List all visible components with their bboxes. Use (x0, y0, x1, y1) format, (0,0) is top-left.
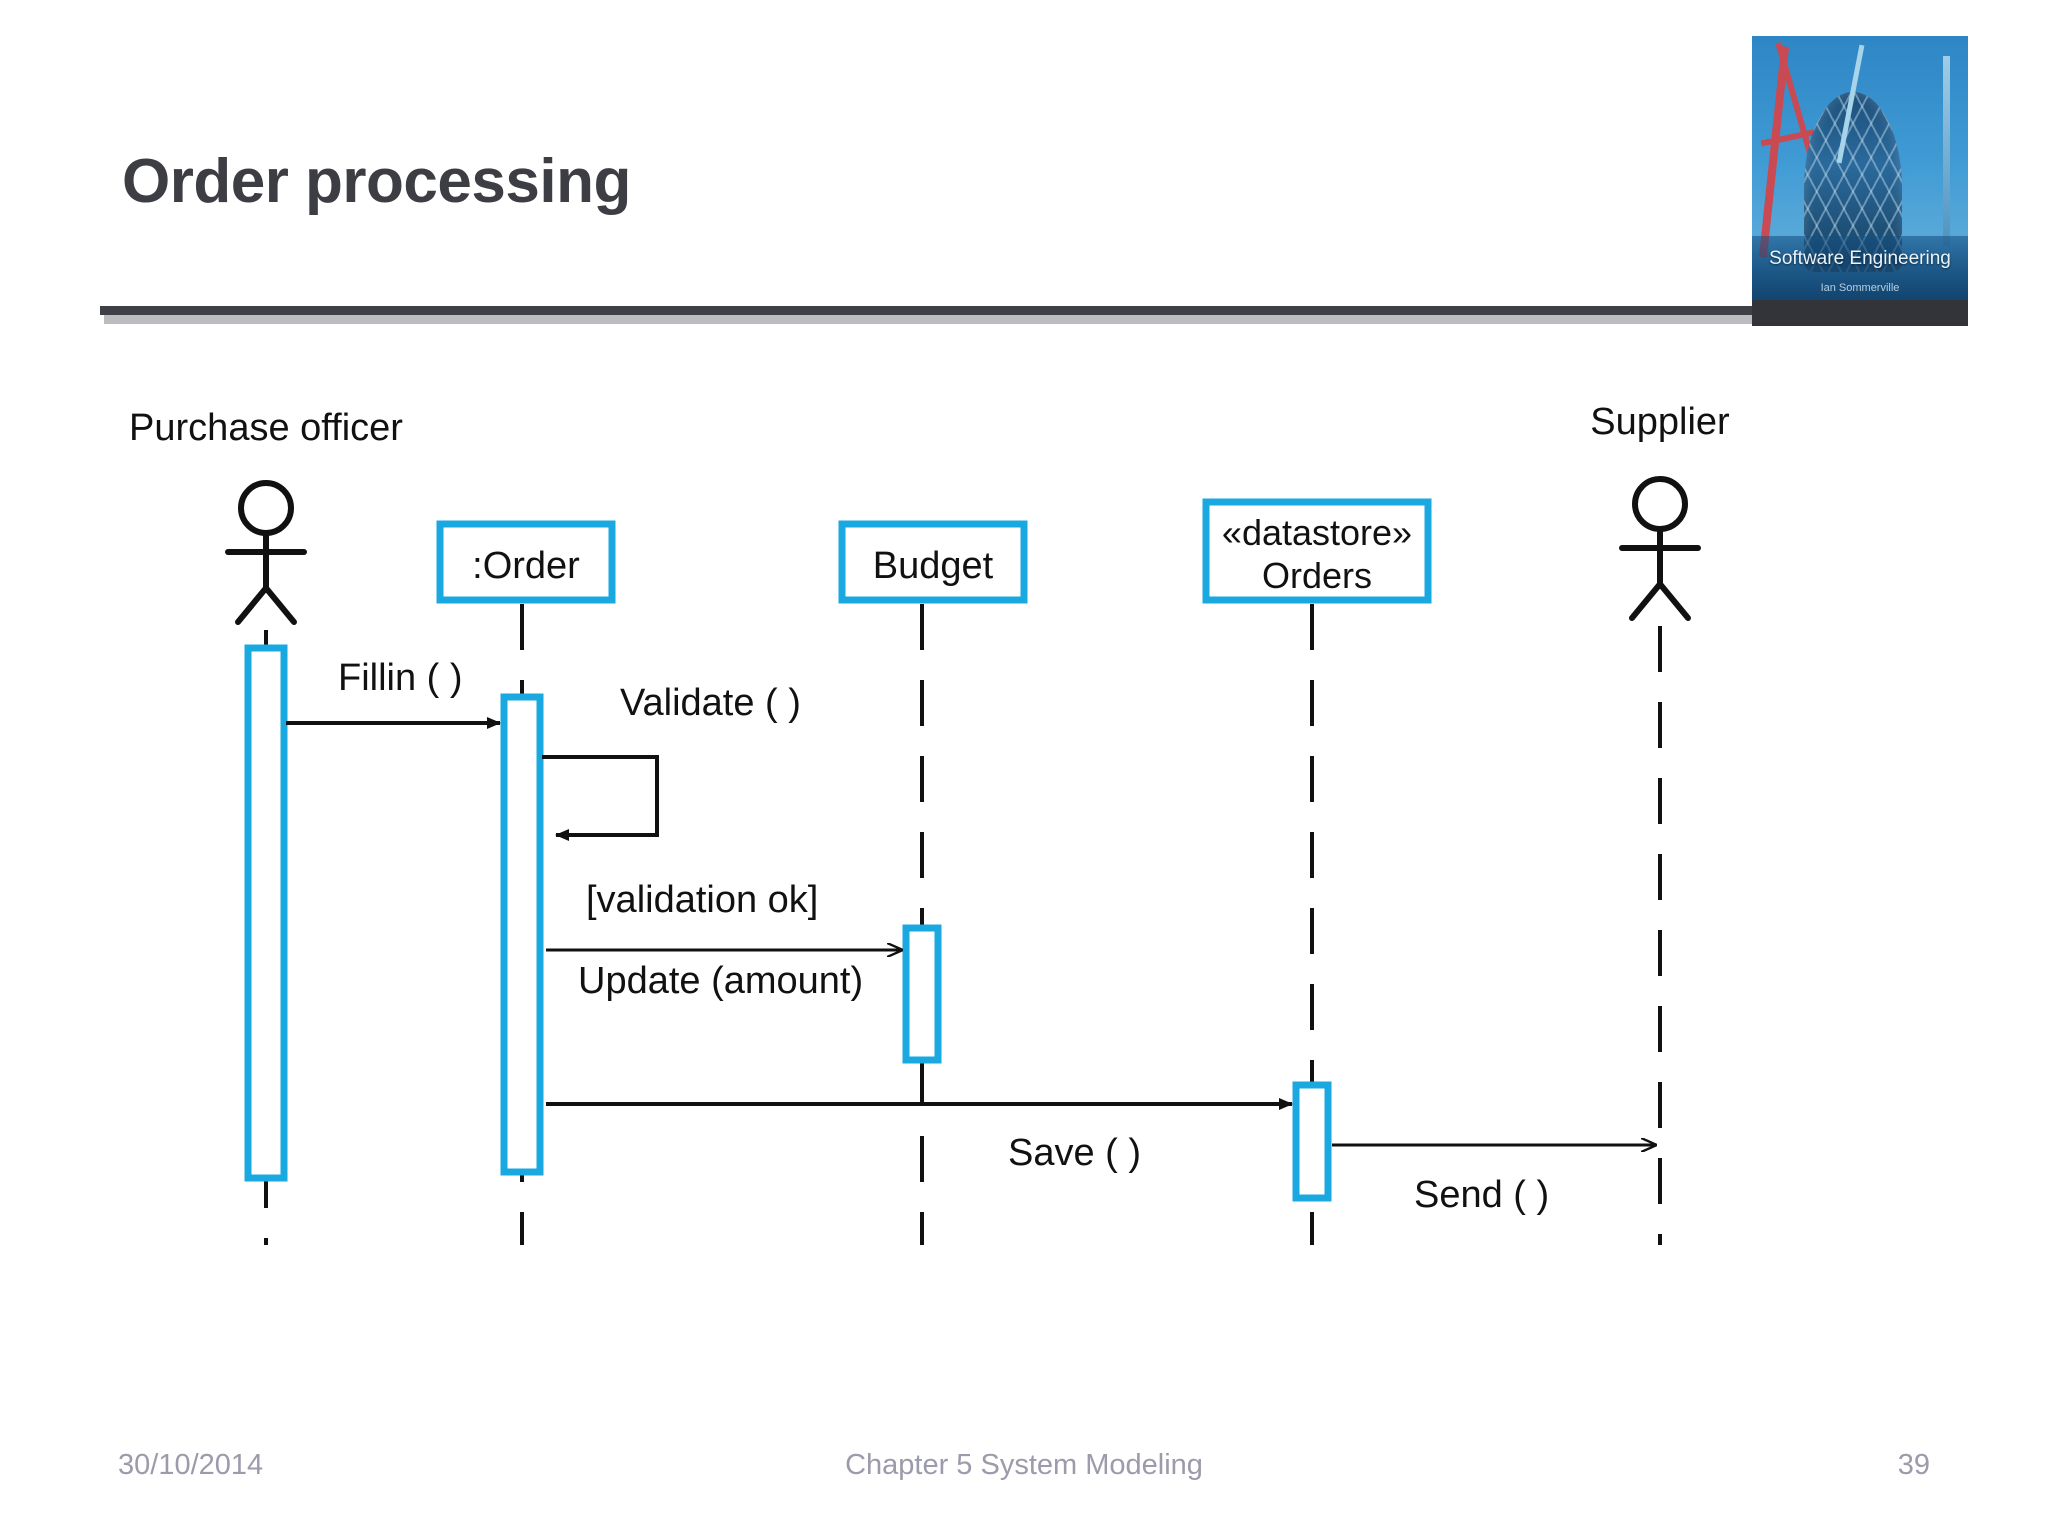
message-guard-validation-ok: [validation ok] (586, 879, 818, 921)
participant-box-order[interactable] (436, 520, 616, 604)
participant-label-supplier: Supplier (1590, 401, 1730, 443)
footer-chapter: Chapter 5 System Modeling (845, 1449, 1203, 1481)
cover-title: Software Engineering (1769, 248, 1951, 269)
cover-author: Ian Sommerville (1820, 282, 1900, 294)
activation-bar-budget (902, 924, 942, 1064)
footer-date: 30/10/2014 (118, 1449, 264, 1481)
participant-box-orders[interactable] (1202, 498, 1432, 604)
participant-label-budget: Budget (873, 545, 994, 587)
message-label-update: Update (amount) (578, 960, 863, 1002)
activation-bar-orders (1292, 1081, 1332, 1202)
participant-stereotype-orders: «datastore» (1222, 512, 1412, 553)
message-arrow-validate-self (542, 755, 659, 841)
participant-label-orders: Orders (1262, 555, 1372, 596)
participant-box-budget[interactable] (838, 520, 1028, 604)
message-label-fillin: Fillin ( ) (338, 657, 463, 699)
page-title: Order processing (122, 147, 631, 216)
message-label-save: Save ( ) (1008, 1132, 1141, 1174)
participant-label-order: :Order (472, 545, 580, 587)
actor-purchase-officer-icon (225, 480, 307, 625)
cover-bottom-band (1752, 300, 1968, 326)
title-divider-shadow (104, 315, 1770, 324)
activation-bar-purchase-officer (244, 644, 288, 1182)
tower-icon (1943, 56, 1950, 246)
title-divider (100, 306, 1766, 315)
actor-supplier-icon (1619, 476, 1701, 621)
footer-page-number: 39 (1897, 1449, 1930, 1481)
cover-ground (1752, 236, 1968, 300)
message-label-send: Send ( ) (1414, 1174, 1549, 1216)
message-label-validate: Validate ( ) (620, 682, 801, 724)
software-engineering-book-cover-image: Software Engineering Ian Sommerville (1752, 36, 1968, 326)
activation-bar-order (500, 693, 544, 1176)
participant-label-purchase-officer: Purchase officer (129, 407, 403, 449)
